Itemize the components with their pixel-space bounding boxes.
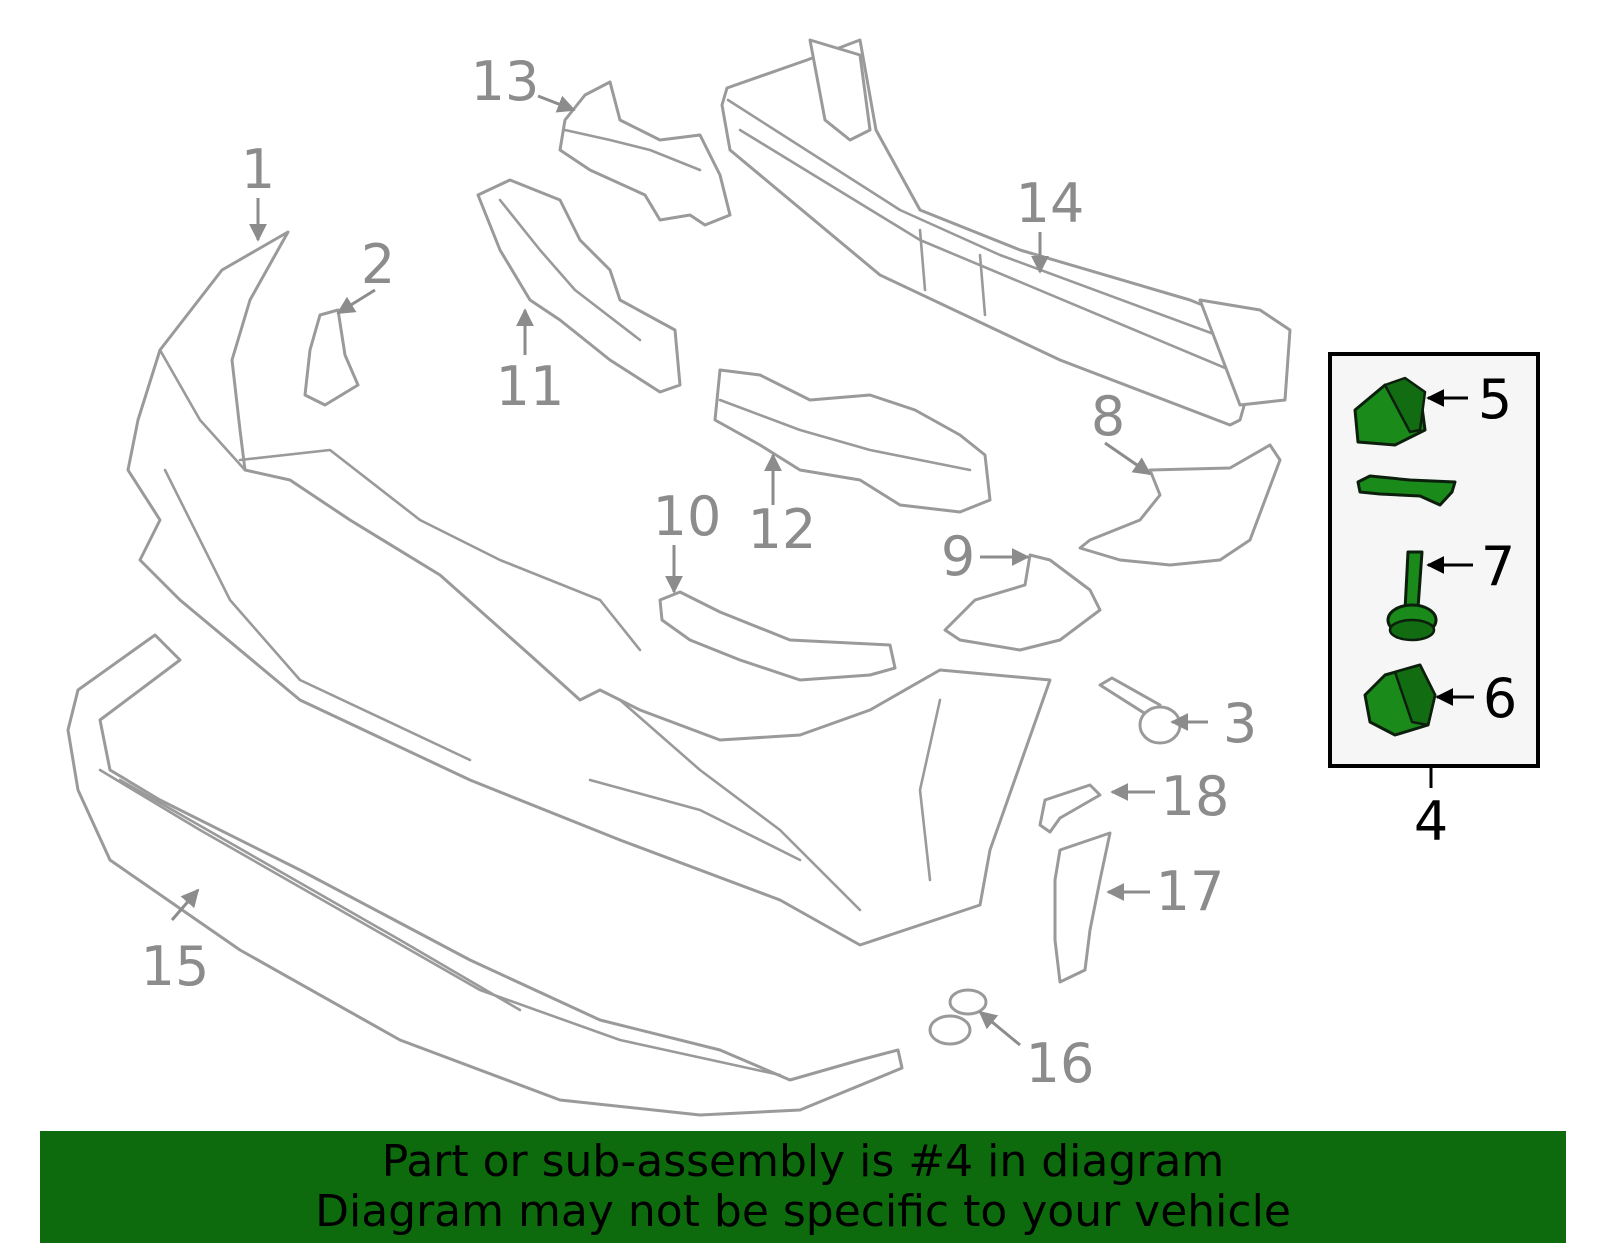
leader-lines-highlight [1426, 389, 1474, 788]
label-14: 14 [1016, 172, 1085, 235]
callout-labels: 1 2 3 4 5 6 7 8 9 10 11 12 13 14 15 16 1… [141, 50, 1518, 1095]
label-16: 16 [1026, 1032, 1095, 1095]
label-17: 17 [1156, 860, 1225, 923]
label-18: 18 [1161, 765, 1230, 828]
part-13-upper-bracket [558, 80, 732, 227]
leader-lines [170, 94, 1208, 1047]
label-12: 12 [748, 498, 817, 561]
part-2-bracket [303, 308, 360, 407]
label-4: 4 [1414, 790, 1448, 853]
part-1-bumper-cover [126, 230, 1052, 947]
label-5: 5 [1478, 368, 1512, 431]
part-16-push-pin [928, 988, 988, 1046]
part-5-clip [1353, 376, 1427, 447]
parts-diagram: 1 2 3 4 5 6 7 8 9 10 11 12 13 14 15 16 1… [66, 38, 1540, 1117]
part-6-clip [1363, 663, 1437, 737]
label-10: 10 [653, 485, 722, 548]
banner-line-2: Diagram may not be specific to your vehi… [315, 1186, 1291, 1237]
label-13: 13 [471, 50, 540, 113]
label-3: 3 [1223, 692, 1257, 755]
banner-line-1: Part or sub-assembly is #4 in diagram [381, 1136, 1225, 1187]
label-2: 2 [361, 233, 395, 296]
part-17-side-bracket [1053, 831, 1112, 984]
part-11-side-bracket [476, 178, 682, 394]
label-7: 7 [1481, 535, 1515, 598]
label-9: 9 [941, 525, 975, 588]
part-8-side-retainer [1078, 443, 1282, 567]
notice-banner: Part or sub-assembly is #4 in diagram Di… [40, 1131, 1566, 1243]
label-1: 1 [241, 138, 275, 201]
part-15-lower-valance [66, 633, 904, 1117]
part-7-bolt [1386, 550, 1438, 642]
label-11: 11 [496, 355, 565, 418]
part-4-retainer [1356, 474, 1457, 507]
part-14-reinforcement-beam [720, 38, 1292, 427]
part-10-retainer-strip [658, 590, 897, 682]
part-18-clip [1038, 783, 1102, 834]
label-15: 15 [141, 935, 210, 998]
label-6: 6 [1483, 667, 1517, 730]
label-8: 8 [1091, 385, 1125, 448]
part-9-side-bracket [943, 553, 1102, 652]
part-12-absorber [713, 368, 992, 514]
part-3-bolt [1098, 676, 1182, 745]
